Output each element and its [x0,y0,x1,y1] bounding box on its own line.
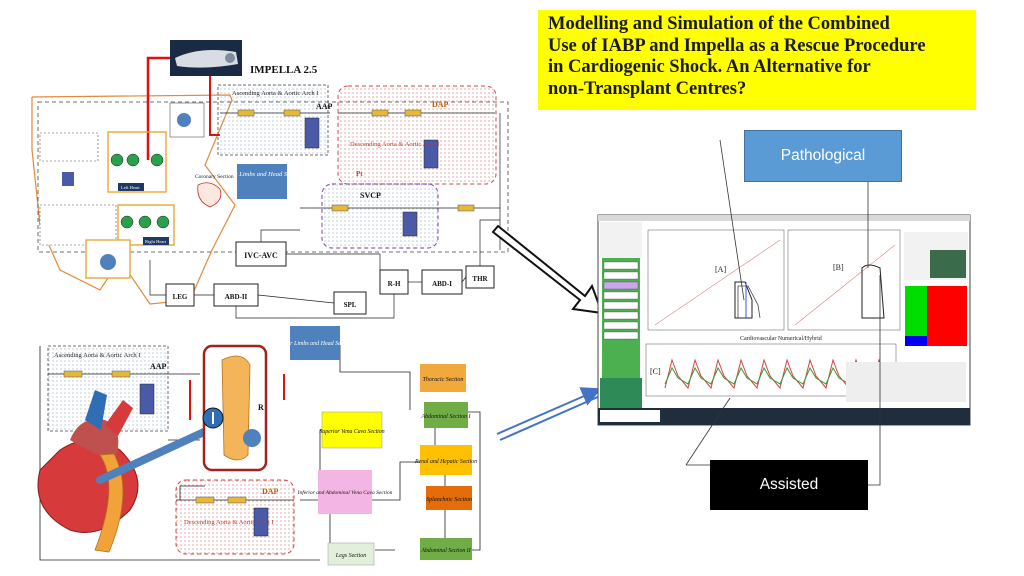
svg-text:R: R [258,403,264,412]
svg-text:Abdominal Section II: Abdominal Section II [420,548,471,554]
svcp-label: SVCP [360,191,381,200]
impella-label: IMPELLA 2.5 [250,64,318,76]
abd2-block: ABD-II [213,283,259,307]
panel-a [647,229,785,331]
svg-text:AAP: AAP [150,362,167,371]
ivc-section: Inferior and Abdominal Vena Cava Section [297,470,393,514]
svg-text:[A]: [A] [715,265,726,274]
leg-block: LEG [165,283,195,307]
svg-text:Descending Aorta & Aortic Arch: Descending Aorta & Aortic Arch I [184,519,273,526]
pathological-label: Pathological [744,130,902,182]
descending-aorta-label: Descending Aorta & Aortic Arch I [350,141,439,148]
flow-arrows [491,224,604,441]
svg-text:Superior Vena Cava Section: Superior Vena Cava Section [319,429,384,435]
upper-limbs-box [237,164,287,199]
svg-text:Ascending Aorta & Aortic Arch: Ascending Aorta & Aortic Arch I [54,352,140,359]
pt-label-top: Pt [356,170,363,178]
svg-text:Renal and Hepatic Section: Renal and Hepatic Section [414,459,477,465]
svg-text:Thoracic Section: Thoracic Section [423,377,464,383]
top-circuit-diagram: IMPELLA 2.5 Ascending Aorta & Aortic Arc… [31,40,509,319]
ascending-aorta-label: Ascending Aorta & Aortic Arch I [232,90,318,97]
svg-text:Upper Limbs and Head Section: Upper Limbs and Head Section [277,341,353,347]
svg-text:Splanchnic Section: Splanchnic Section [426,497,472,503]
right-heart-label: Right Heart [145,239,167,244]
heart-sketch [197,182,222,208]
svg-text:[C]: [C] [650,367,661,376]
blue-arrow [496,387,602,435]
legs-section: Legs Section [327,542,375,566]
rh-block: R-H [379,269,409,295]
svg-text:IVC-AVC: IVC-AVC [244,251,278,260]
title-line-3: in Cardiogenic Shock. An Alternative for [548,57,871,77]
heart-illustration [37,390,139,553]
impella-device-image [170,40,242,76]
title-line-1: Modelling and Simulation of the Combined [548,14,890,34]
title-line-4: non-Transplant Centres? [548,78,747,99]
svg-text:Inferior and Abdominal Vena Ca: Inferior and Abdominal Vena Cava Section [297,489,393,496]
waveform-red [664,358,893,390]
svg-text:[B]: [B] [833,263,844,272]
svg-text:SPL: SPL [344,301,357,309]
svg-text:ABD-II: ABD-II [225,293,248,301]
assisted-label: Assisted [710,460,868,510]
aap-label: AAP [316,102,333,111]
coronary-label: Coronary Section [195,174,234,180]
spl-block: SPL [333,291,367,315]
software-screenshot: [A] [B] Cardiovascular Numerical/Hybrid … [597,214,971,426]
impella-red-line [146,56,170,160]
splanchnic-section: Splanchnic Section [426,486,472,510]
abdominal1-section: Abdominal Section I [421,402,472,428]
left-heart-label: Left Heart [121,185,140,190]
upper-limbs-label: Upper Limbs and Head Section [221,171,303,178]
thr-block: THR [465,265,495,289]
abd1-block: ABD-I [421,269,463,295]
svg-text:ABD-I: ABD-I [432,280,452,288]
pointer-lines [685,139,881,486]
bottom-circuit-diagram: Ascending Aorta & Aortic Arch I AAP [37,326,481,566]
svg-text:LEG: LEG [173,293,188,301]
dap-label: DAP [432,100,449,109]
upper-limbs-section: Upper Limbs and Head Section [277,326,353,360]
ivc-avc-block: IVC-AVC [235,241,287,267]
thoracic-section: Thoracic Section [420,364,466,392]
svg-text:Legs Section: Legs Section [335,553,367,559]
renal-section: Renal and Hepatic Section [414,445,477,475]
svg-text:THR: THR [472,275,488,283]
slide-title-box: Modelling and Simulation of the Combined… [538,10,976,110]
svc-section: Superior Vena Cava Section [319,411,385,449]
panel-b [787,229,901,331]
svg-text:Abdominal Section I: Abdominal Section I [421,414,472,420]
impella-red-line-2 [209,76,220,136]
title-line-2: Use of IABP and Impella as a Rescue Proc… [548,35,926,56]
svg-text:R-H: R-H [388,280,401,288]
outline-arrow [491,224,604,315]
svg-text:DAP: DAP [262,487,279,496]
abdominal2-section: Abdominal Section II [420,538,472,560]
svg-text:Cardiovascular Numerical/Hybri: Cardiovascular Numerical/Hybrid [740,336,822,342]
